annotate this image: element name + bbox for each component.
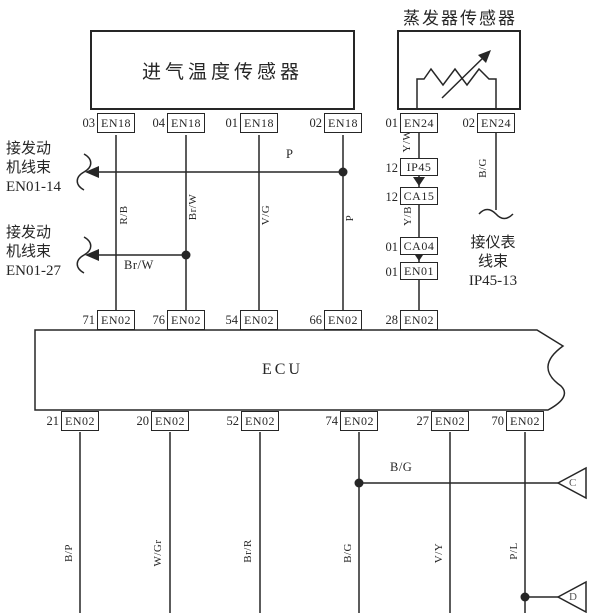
pin-label: 02 [462, 115, 476, 130]
note-line: 线束 [477, 254, 508, 270]
arrow-left-icon [85, 166, 99, 178]
pin-label: 66 [309, 312, 323, 327]
connector-en24: EN24 [400, 113, 438, 133]
connector-en02: EN02 [241, 411, 279, 431]
pin-label: 21 [46, 413, 60, 428]
ecu-label: ECU [262, 361, 303, 378]
pin-label: 20 [136, 413, 150, 428]
arrow-up-right-icon [478, 50, 491, 63]
harness-break-icon [478, 208, 514, 220]
junction-dot [520, 592, 530, 602]
wire-label-pl: P/L [508, 542, 520, 560]
junction-dot [181, 250, 191, 260]
connector-en01: EN01 [400, 262, 438, 280]
wire-label-brw: Br/W [187, 193, 199, 221]
ecu-outline [34, 329, 566, 411]
arrow-down-icon [413, 177, 425, 186]
connector-en02: EN02 [431, 411, 469, 431]
note-line: EN01-27 [6, 263, 61, 279]
connector-en02: EN02 [324, 310, 362, 330]
harness-note-en01-27: 接发动 机线束 EN01-27 [6, 224, 61, 281]
junction-dot [338, 167, 348, 177]
offpage-ref-d: D [569, 591, 577, 603]
connector-ca15: CA15 [400, 187, 438, 205]
wire-label-wgr: W/Gr [152, 539, 164, 567]
evaporator-sensor-box [397, 30, 521, 110]
pin-label: 01 [385, 115, 399, 130]
wire-label-p-branch: P [286, 147, 294, 161]
harness-break-icon [76, 236, 92, 274]
connector-ip45: IP45 [400, 158, 438, 176]
wire-label-brr: Br/R [242, 539, 254, 563]
note-line: 机线束 [6, 244, 52, 260]
wire-label-bg: B/G [342, 543, 354, 563]
pin-label: 71 [82, 312, 96, 327]
pin-label: 27 [416, 413, 430, 428]
intake-air-temp-sensor-box: 进气温度传感器 [90, 30, 355, 110]
wire-label-brw-branch: Br/W [124, 258, 154, 272]
pin-label: 12 [385, 160, 399, 175]
connector-en02: EN02 [340, 411, 378, 431]
junction-dot [354, 478, 364, 488]
note-line: 接发动 [6, 225, 52, 241]
thermistor-arrow-icon [441, 53, 488, 99]
connector-en24: EN24 [477, 113, 515, 133]
connector-en02: EN02 [151, 411, 189, 431]
pin-label: 70 [491, 413, 505, 428]
wire-label-bg-evap: B/G [477, 158, 489, 178]
wire-label-vg: V/G [260, 204, 272, 226]
pin-label: 02 [309, 115, 323, 130]
harness-note-en01-14: 接发动 机线束 EN01-14 [6, 140, 61, 197]
wire-label-bg-branch: B/G [390, 460, 413, 474]
offpage-ref-c: C [569, 477, 577, 489]
pin-label: 03 [82, 115, 96, 130]
connector-en18: EN18 [167, 113, 205, 133]
pin-label: 12 [385, 189, 399, 204]
wire-label-vy: V/Y [433, 542, 445, 564]
arrow-left-icon [85, 249, 99, 261]
wire-label-rb: R/B [118, 205, 130, 225]
harness-break-icon [76, 153, 92, 191]
pin-label: 74 [325, 413, 339, 428]
pin-label: 54 [225, 312, 239, 327]
pin-label: 01 [225, 115, 239, 130]
intake-sensor-title: 进气温度传感器 [141, 61, 303, 83]
connector-en02: EN02 [61, 411, 99, 431]
pin-label: 01 [385, 264, 399, 279]
connector-en18: EN18 [97, 113, 135, 133]
connector-en02: EN02 [240, 310, 278, 330]
note-line: 接仪表 [470, 235, 516, 251]
wire-label-bp: B/P [63, 544, 75, 563]
pin-label: 04 [152, 115, 166, 130]
pin-label: 52 [226, 413, 240, 428]
connector-en18: EN18 [324, 113, 362, 133]
evaporator-sensor-title: 蒸发器传感器 [403, 9, 517, 28]
connector-en02: EN02 [97, 310, 135, 330]
offpage-triangle-c [556, 466, 587, 500]
pin-label: 28 [385, 312, 399, 327]
pin-label: 01 [385, 239, 399, 254]
thermistor-icon [416, 67, 497, 108]
wire-label-p: P [344, 214, 356, 222]
connector-en18: EN18 [240, 113, 278, 133]
note-line: IP45-13 [468, 273, 518, 289]
harness-note-ip45-13: 接仪表 线束 IP45-13 [458, 234, 528, 291]
note-line: EN01-14 [6, 179, 61, 195]
note-line: 接发动 [6, 141, 52, 157]
connector-en02: EN02 [400, 310, 438, 330]
offpage-triangle-d [556, 580, 587, 613]
connector-ca04: CA04 [400, 237, 438, 255]
connector-en02: EN02 [167, 310, 205, 330]
pin-label: 76 [152, 312, 166, 327]
connector-en02: EN02 [506, 411, 544, 431]
note-line: 机线束 [6, 160, 52, 176]
